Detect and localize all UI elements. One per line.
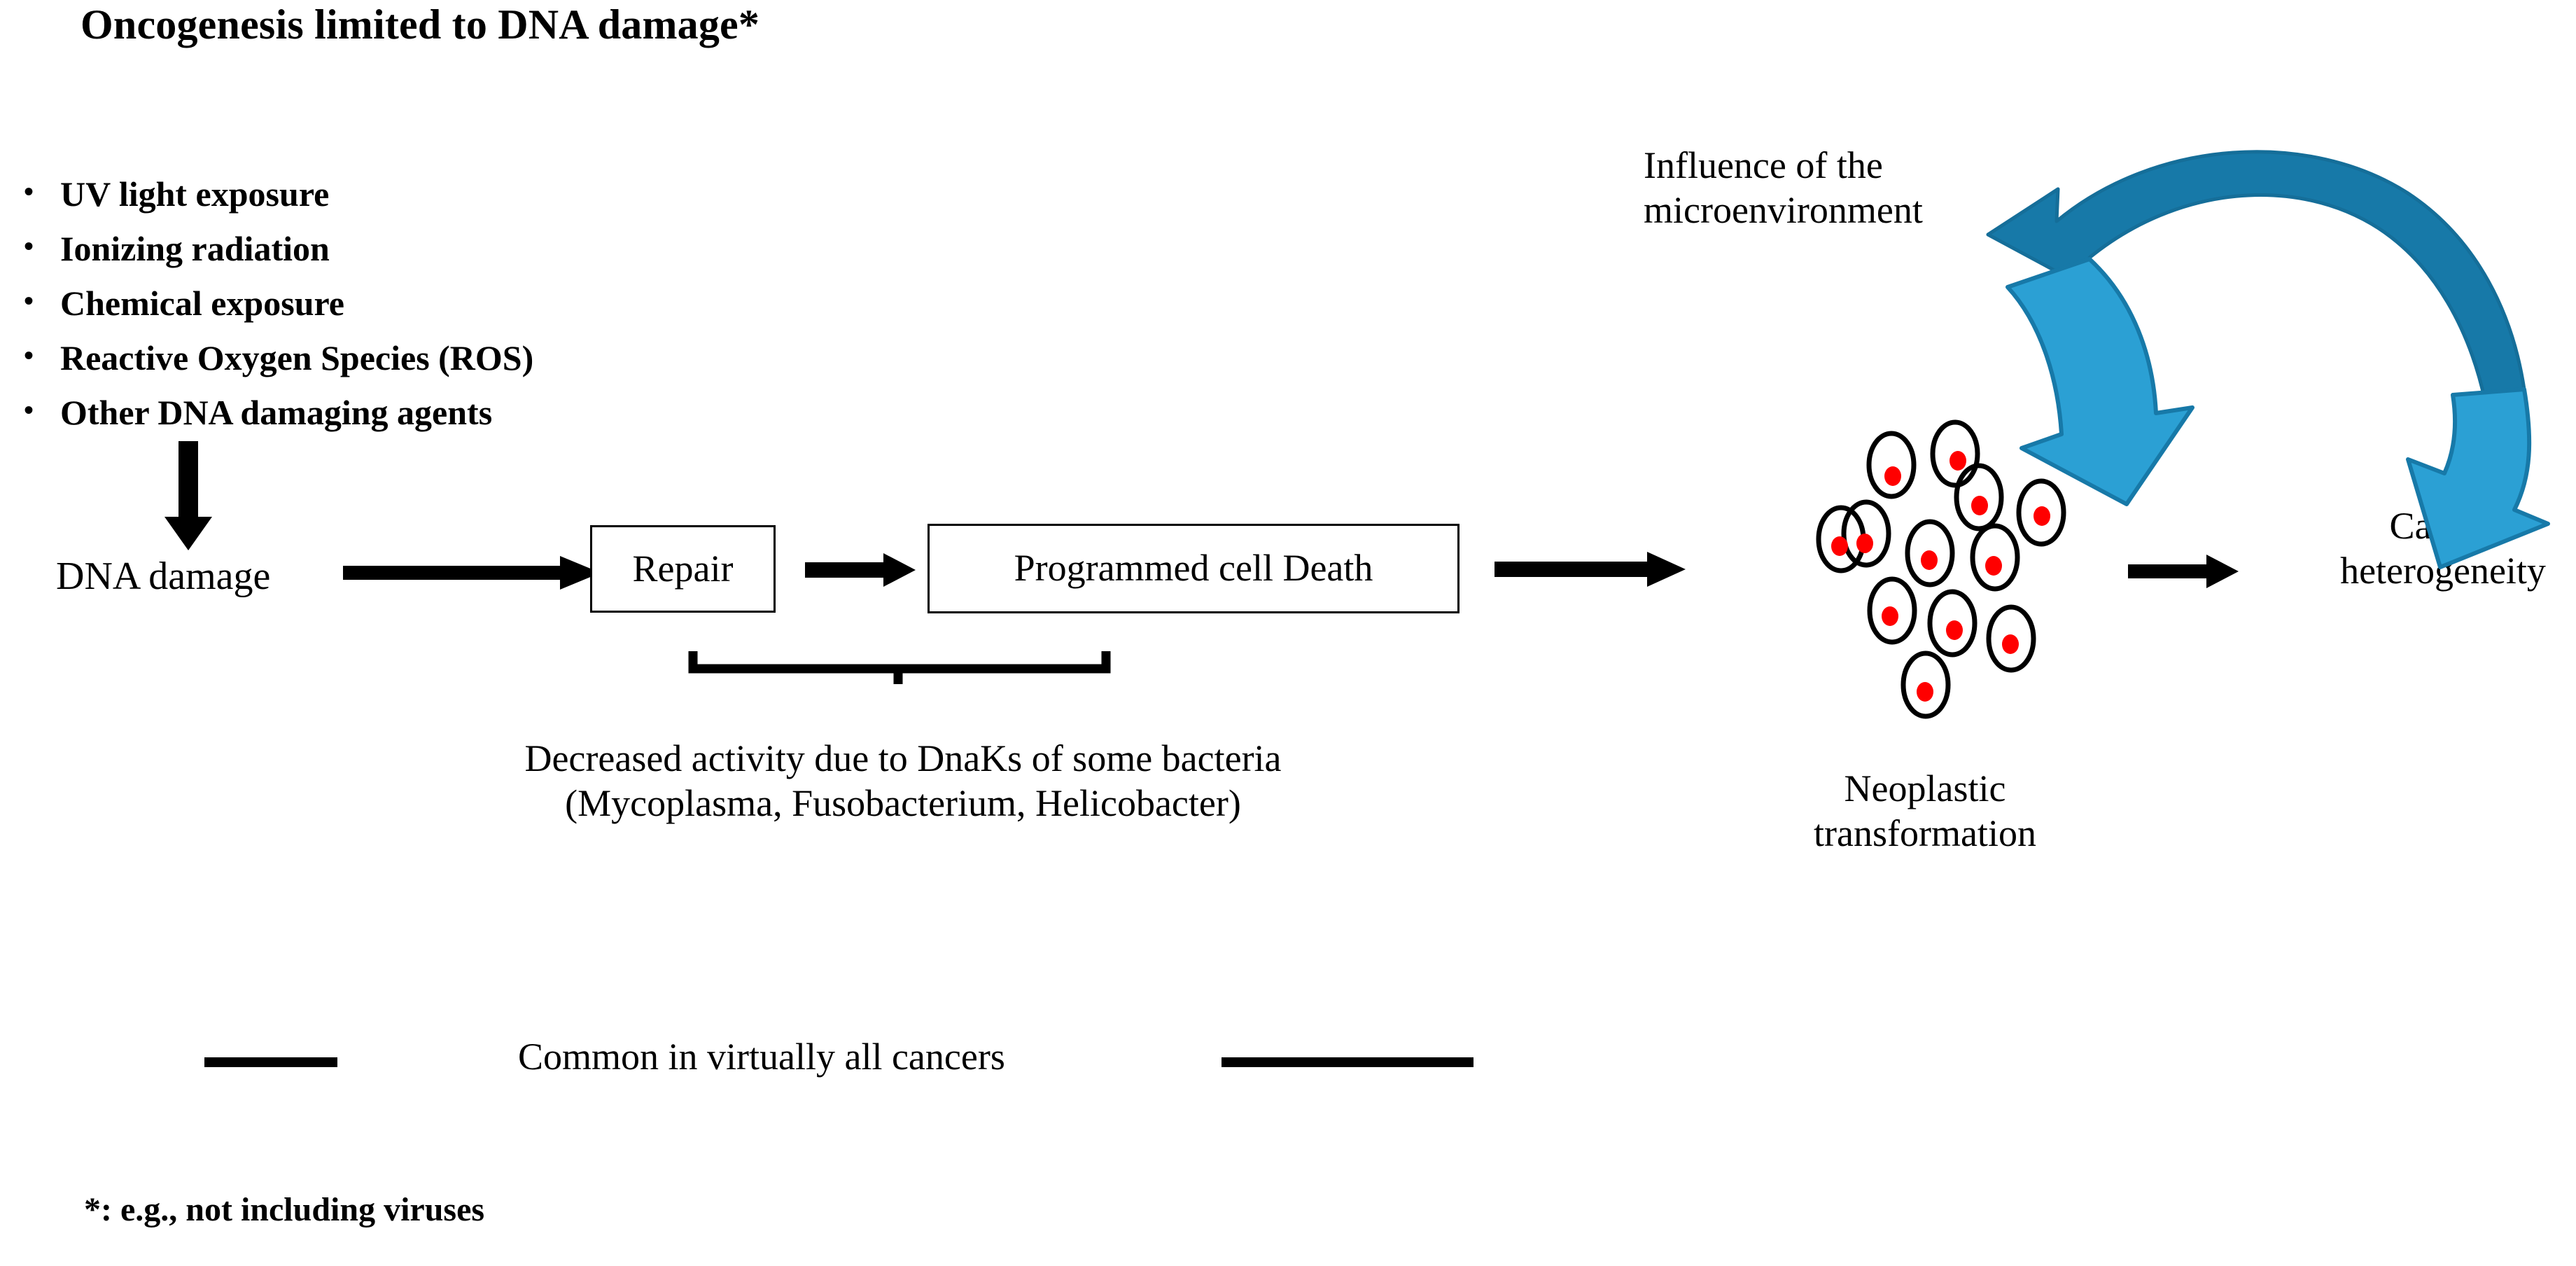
microenvironment-line-1: Influence of the bbox=[1644, 144, 1883, 186]
programmed-cell-death-box-label: Programmed cell Death bbox=[1014, 547, 1373, 590]
bracket-caption-line-2: (Mycoplasma, Fusobacterium, Helicobacter… bbox=[565, 781, 1241, 824]
list-item: • Ionizing radiation bbox=[24, 228, 794, 283]
dna-damage-label: DNA damage bbox=[56, 555, 271, 598]
summary-rule-left bbox=[204, 1057, 337, 1067]
list-item: • Other DNA damaging agents bbox=[24, 392, 794, 447]
summary-rule-right bbox=[1222, 1057, 1474, 1067]
neoplastic-label-line-2: transformation bbox=[1814, 812, 2036, 854]
right-arrow-icon bbox=[2128, 553, 2240, 590]
list-item-label: Reactive Oxygen Species (ROS) bbox=[60, 338, 534, 377]
curved-blue-arrow-icon bbox=[1946, 84, 2550, 569]
neoplastic-cell-cluster bbox=[1792, 406, 2121, 728]
footnote: *: e.g., not including viruses bbox=[84, 1191, 485, 1228]
summary-band-label: Common in virtually all cancers bbox=[518, 1036, 1005, 1078]
list-item: • Chemical exposure bbox=[24, 283, 794, 338]
right-arrow-icon bbox=[805, 552, 917, 588]
neoplastic-label-line-1: Neoplastic bbox=[1844, 767, 2006, 809]
list-item-label: Chemical exposure bbox=[60, 284, 344, 323]
programmed-cell-death-box[interactable]: Programmed cell Death bbox=[927, 524, 1460, 613]
bullet-icon: • bbox=[24, 285, 34, 316]
microenvironment-label: Influence of the microenvironment bbox=[1644, 144, 2078, 232]
list-item-label: Ionizing radiation bbox=[60, 229, 330, 268]
bullet-icon: • bbox=[24, 340, 34, 371]
repair-box-label: Repair bbox=[632, 547, 734, 590]
right-arrow-icon bbox=[1494, 550, 1687, 590]
neoplastic-transformation-label: Neoplastic transformation bbox=[1757, 767, 2093, 856]
list-item: • Reactive Oxygen Species (ROS) bbox=[24, 338, 794, 392]
bullet-icon: • bbox=[24, 176, 34, 207]
list-item-label: Other DNA damaging agents bbox=[60, 393, 493, 432]
list-item-label: UV light exposure bbox=[60, 174, 330, 214]
bracket-caption: Decreased activity due to DnaKs of some … bbox=[350, 737, 1456, 826]
right-arrow-icon bbox=[343, 553, 602, 595]
bracket-caption-line-1: Decreased activity due to DnaKs of some … bbox=[524, 737, 1282, 779]
list-item: • UV light exposure bbox=[24, 174, 794, 228]
bullet-icon: • bbox=[24, 394, 34, 426]
dna-damage-causes-list: • UV light exposure • Ionizing radiation… bbox=[24, 174, 794, 447]
microenvironment-line-2: microenvironment bbox=[1644, 188, 1923, 231]
repair-box[interactable]: Repair bbox=[590, 525, 776, 613]
bullet-icon: • bbox=[24, 230, 34, 262]
page-title: Oncogenesis limited to DNA damage* bbox=[80, 1, 760, 48]
down-arrow-icon bbox=[158, 441, 220, 553]
bracket-icon bbox=[688, 648, 1116, 690]
